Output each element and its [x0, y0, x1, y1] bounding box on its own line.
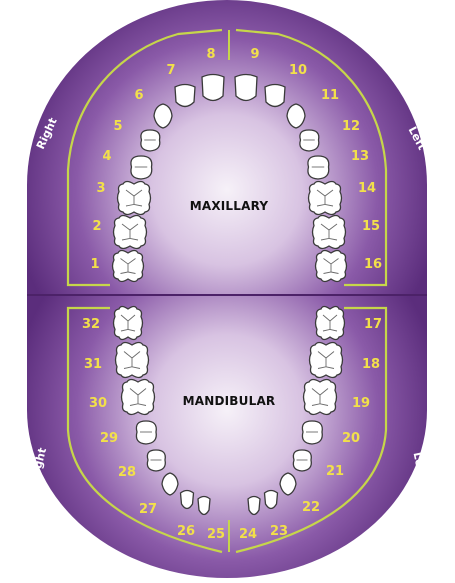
tooth-number-14: 14	[358, 181, 376, 196]
tooth-number-6: 6	[134, 88, 143, 103]
tooth-number-1: 1	[90, 257, 99, 272]
tooth-number-10: 10	[289, 63, 307, 78]
tooth-number-4: 4	[102, 149, 111, 164]
tooth-number-21: 21	[326, 464, 344, 479]
mandibular-panel	[27, 295, 427, 578]
tooth-8	[202, 75, 224, 101]
mandibular-title: MANDIBULAR	[183, 394, 276, 408]
tooth-5	[141, 130, 160, 151]
tooth-number-2: 2	[92, 219, 101, 234]
tooth-number-25: 25	[207, 527, 225, 542]
tooth-24	[248, 497, 260, 515]
tooth-7	[175, 85, 195, 107]
tooth-number-32: 32	[82, 317, 100, 332]
tooth-9	[235, 75, 257, 101]
lower-left-side-label: Left	[411, 451, 429, 478]
tooth-20	[302, 421, 322, 444]
tooth-number-31: 31	[84, 357, 102, 372]
tooth-number-12: 12	[342, 119, 360, 134]
tooth-number-26: 26	[177, 524, 195, 539]
tooth-10	[265, 85, 285, 107]
tooth-13	[308, 156, 329, 179]
tooth-4	[131, 156, 152, 179]
tooth-number-13: 13	[351, 149, 369, 164]
tooth-number-20: 20	[342, 431, 360, 446]
tooth-number-29: 29	[100, 431, 118, 446]
tooth-number-18: 18	[362, 357, 380, 372]
tooth-number-24: 24	[239, 527, 257, 542]
tooth-23	[265, 491, 278, 509]
tooth-number-9: 9	[250, 47, 259, 62]
tooth-26	[181, 491, 194, 509]
maxillary-title: MAXILLARY	[190, 199, 269, 213]
tooth-number-7: 7	[166, 63, 175, 78]
tooth-number-8: 8	[206, 47, 215, 62]
tooth-29	[136, 421, 156, 444]
tooth-number-15: 15	[362, 219, 380, 234]
tooth-number-30: 30	[89, 396, 107, 411]
maxillary-panel	[27, 0, 427, 295]
tooth-number-28: 28	[118, 465, 136, 480]
tooth-number-3: 3	[96, 181, 105, 196]
tooth-28	[147, 450, 165, 471]
tooth-number-17: 17	[364, 317, 382, 332]
tooth-12	[300, 130, 319, 151]
tooth-number-5: 5	[113, 119, 122, 134]
tooth-25	[198, 497, 210, 515]
tooth-number-27: 27	[139, 502, 157, 517]
tooth-21	[293, 450, 311, 471]
tooth-number-16: 16	[364, 257, 382, 272]
tooth-number-19: 19	[352, 396, 370, 411]
tooth-number-23: 23	[270, 524, 288, 539]
tooth-number-11: 11	[321, 88, 339, 103]
tooth-number-22: 22	[302, 500, 320, 515]
